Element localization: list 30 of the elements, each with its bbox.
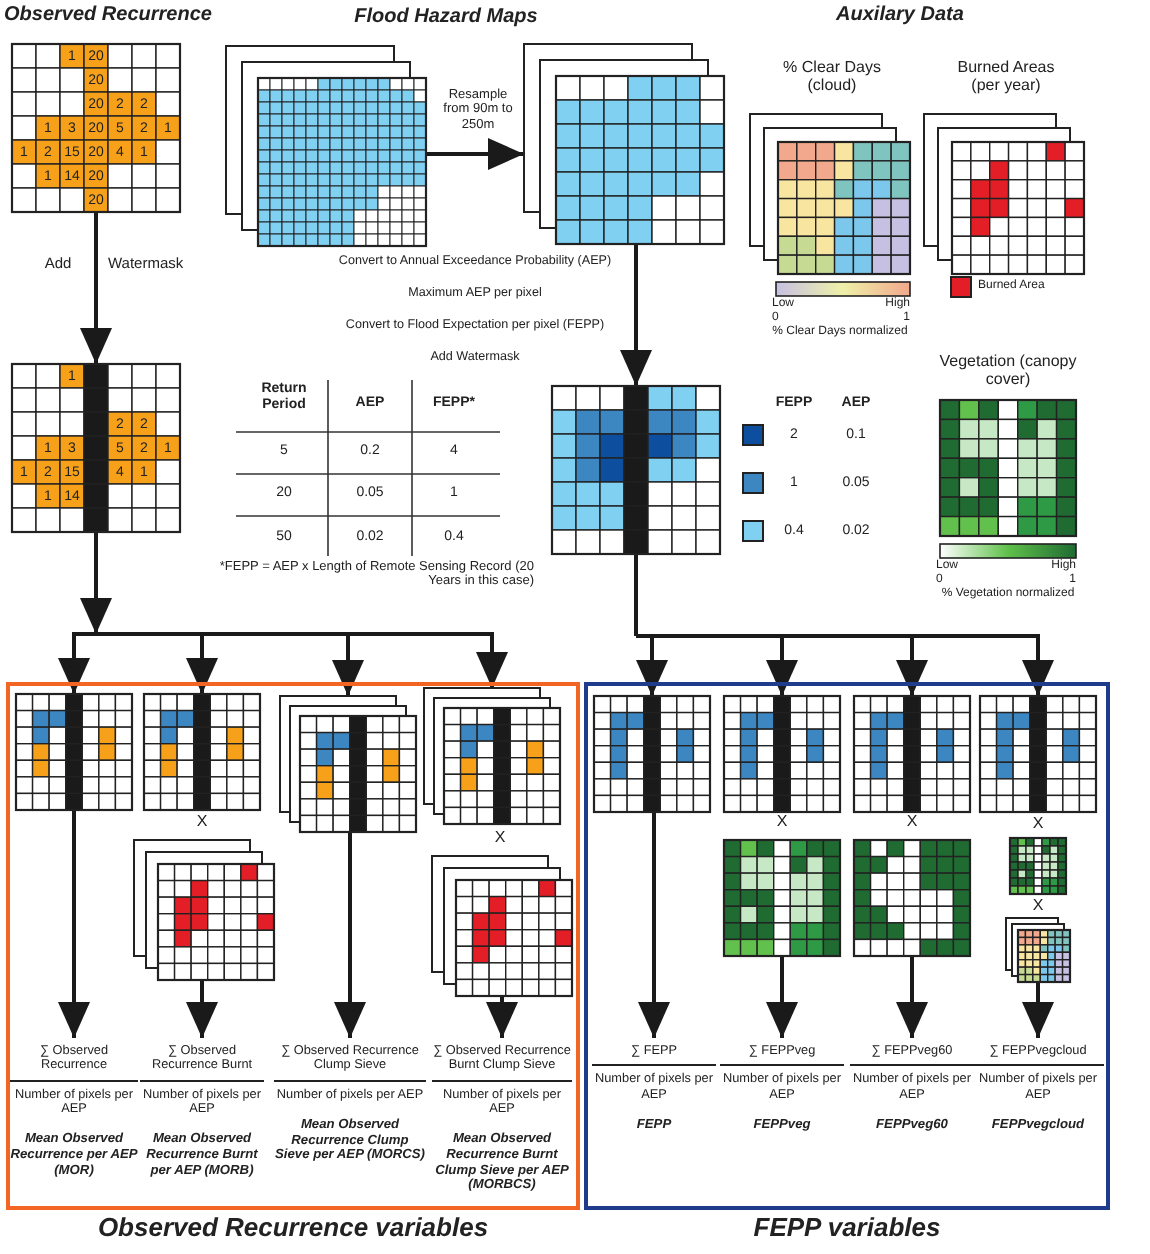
- panel-caption: Observed Recurrence variables: [95, 1214, 491, 1244]
- map-heading: Burned Areas (per year): [955, 58, 1057, 95]
- multiply-sign: X: [1030, 814, 1046, 833]
- arrow: [638, 812, 670, 1038]
- arrow: [896, 956, 928, 1038]
- arrow: [766, 956, 798, 1038]
- panel-caption: FEPP variables: [751, 1214, 943, 1244]
- arrow: [636, 634, 668, 696]
- arrow: [426, 138, 524, 170]
- map-heading: Vegetation (canopy cover): [938, 352, 1078, 389]
- arrow: [80, 212, 112, 364]
- arrow: [96, 632, 508, 688]
- map-heading: % Clear Days (cloud): [781, 58, 883, 95]
- arrow: [1022, 982, 1054, 1038]
- multiply-sign: X: [904, 812, 920, 831]
- multiply-sign: X: [1030, 896, 1046, 915]
- multiply-sign: X: [774, 812, 790, 831]
- map-heading: Observed Recurrence: [4, 4, 214, 27]
- arrow: [58, 632, 96, 694]
- multiply-sign: X: [194, 812, 210, 831]
- arrow: [58, 810, 90, 1038]
- arrow: [186, 980, 218, 1038]
- section-heading: Auxilary Data: [834, 4, 966, 27]
- arrow: [486, 996, 518, 1038]
- arrow: [636, 634, 1054, 696]
- arrow: [620, 244, 652, 386]
- arrow: [334, 832, 366, 1038]
- map-heading: Flood Hazard Maps: [352, 6, 540, 29]
- multiply-sign: X: [492, 828, 508, 847]
- arrow: [80, 532, 112, 634]
